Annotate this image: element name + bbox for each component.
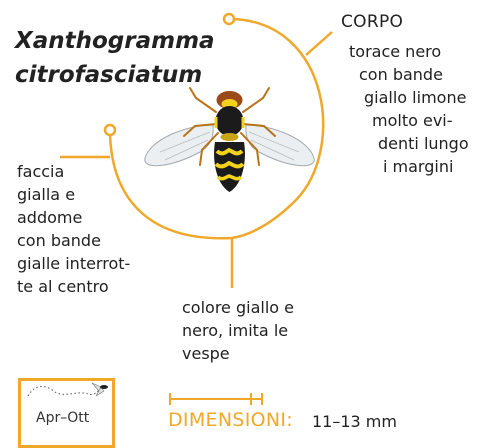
body-line: i margini (383, 157, 454, 176)
species-epithet: citrofasciatum (15, 62, 203, 88)
species-genus: Xanthogramma (15, 28, 215, 54)
hoverfly-illustration (144, 87, 315, 192)
color-line: colore giallo e (182, 298, 294, 317)
diagram-artwork (27, 12, 333, 405)
face-line: con bande (17, 231, 101, 250)
dimensions-label: DIMENSIONI: (168, 409, 293, 431)
color-line: vespe (182, 344, 230, 363)
flight-period-label: Apr–Ott (36, 410, 90, 426)
species-title: Xanthogramma citrofasciatum (15, 24, 215, 92)
dimensions-value: 11–13 mm (312, 412, 397, 431)
body-description: torace nero con bande giallo limone molt… (349, 40, 469, 178)
face-line: te al centro (17, 277, 109, 296)
face-description: faccia gialla e addome con bande gialle … (17, 160, 130, 298)
body-line: molto evi- (372, 111, 453, 130)
callout-dot-left (103, 123, 117, 137)
dimension-bar (169, 393, 263, 405)
body-heading: CORPO (341, 12, 404, 32)
color-line: nero, imita le (182, 321, 289, 340)
body-line: denti lungo (378, 134, 469, 153)
hoverfly-mini-icon (91, 382, 108, 397)
face-line: gialle interrot- (17, 254, 131, 273)
face-line: addome (17, 208, 83, 227)
face-line: faccia (17, 162, 65, 181)
face-line: gialla e (17, 185, 76, 204)
body-line: con bande (359, 65, 443, 84)
callout-arc (108, 17, 325, 240)
callout-dot-top (222, 12, 236, 26)
color-description: colore giallo e nero, imita le vespe (182, 296, 294, 365)
leader-body (305, 31, 333, 56)
body-line: giallo limone (364, 88, 467, 107)
flight-path-icon (27, 385, 103, 397)
body-line: torace nero (349, 42, 442, 61)
